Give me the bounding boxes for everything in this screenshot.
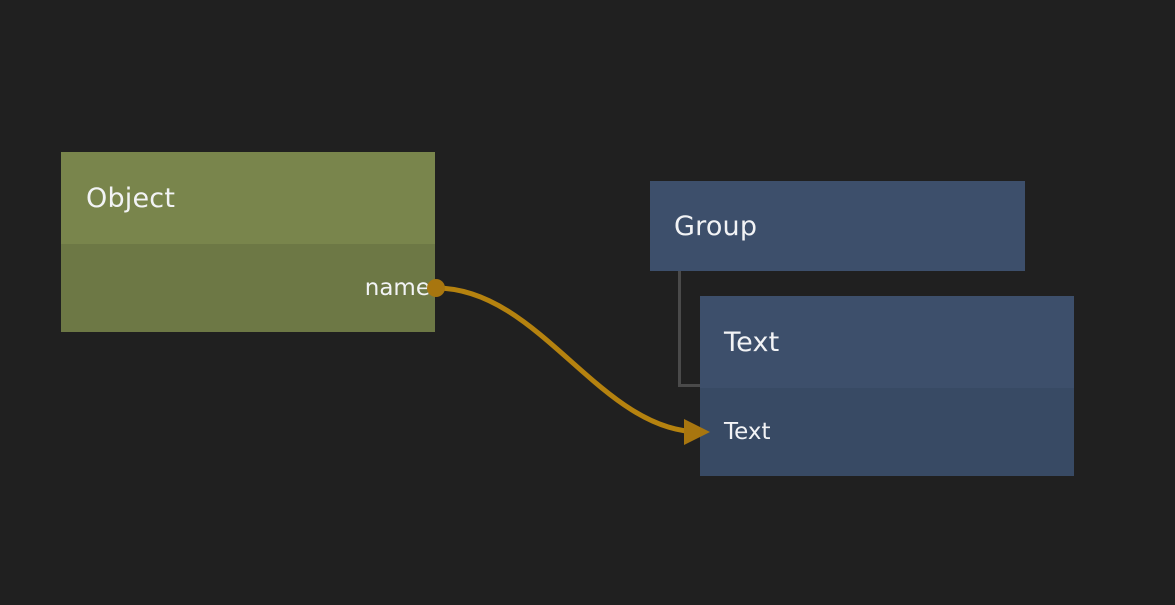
node-text-row-text[interactable]: Text [700,388,1074,476]
node-text-row-text-label: Text [724,419,771,445]
node-object-row-name-label: name [364,275,430,301]
node-group-title: Group [674,210,758,242]
node-object-body: name [61,244,435,332]
node-group-header[interactable]: Group [650,181,1025,271]
node-text-title: Text [724,326,780,358]
node-object[interactable]: Object name [61,152,435,332]
node-group[interactable]: Group [650,181,1025,271]
node-object-header[interactable]: Object [61,152,435,244]
bracket-group-to-text [678,271,700,387]
node-object-row-name[interactable]: name [61,244,435,332]
edge-name-to-text[interactable] [433,285,703,435]
node-text[interactable]: Text Text [700,296,1074,476]
node-object-title: Object [86,182,176,214]
node-text-header[interactable]: Text [700,296,1074,388]
node-text-body: Text [700,388,1074,476]
